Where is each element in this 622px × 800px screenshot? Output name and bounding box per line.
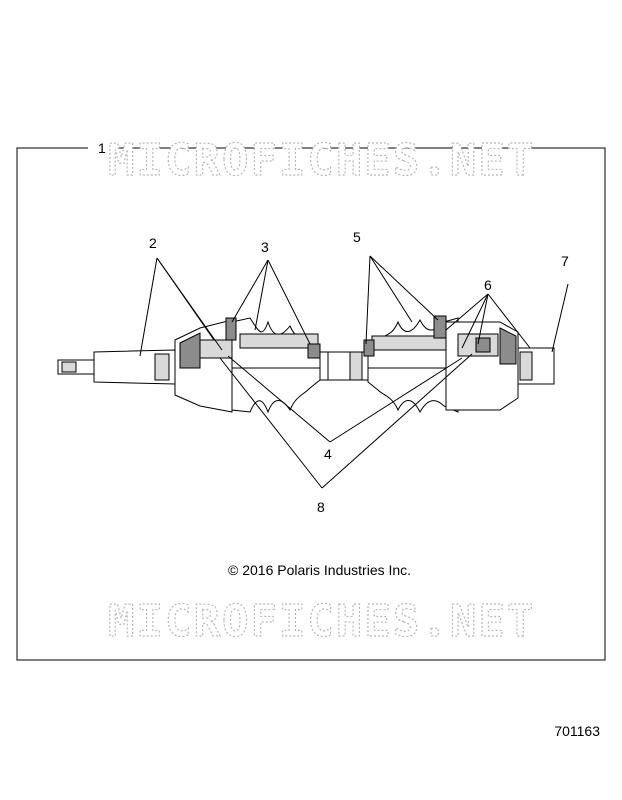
callout-7: 7	[561, 253, 569, 269]
figure-number: 701163	[554, 723, 600, 739]
callout-5: 5	[353, 229, 361, 245]
leader-lines	[139, 255, 569, 489]
callout-6: 6	[484, 277, 492, 293]
callout-3: 3	[261, 239, 269, 255]
copyright-notice: © 2016 Polaris Industries Inc.	[228, 562, 411, 578]
axle-drawing	[57, 315, 555, 414]
watermark-top: MICROFICHES.NET	[108, 135, 535, 186]
callout-2: 2	[149, 235, 157, 251]
callout-4: 4	[324, 446, 332, 462]
assembly-frame	[16, 147, 606, 661]
callout-8: 8	[317, 499, 325, 515]
watermark-bottom: MICROFICHES.NET	[108, 596, 535, 647]
callout-1: 1	[98, 140, 106, 156]
